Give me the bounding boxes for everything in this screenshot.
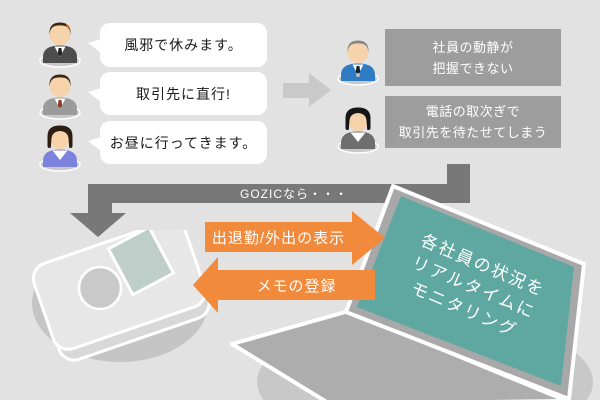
person-female-icon bbox=[337, 107, 379, 154]
avatar-employee-female bbox=[38, 114, 82, 172]
gozic-band-label: GOZICなら・・・ bbox=[240, 187, 348, 201]
right-arrow-head bbox=[309, 73, 331, 107]
feature-arrow-display-head bbox=[352, 211, 385, 265]
laptop-keyboard bbox=[230, 309, 569, 400]
laptop-screen bbox=[357, 196, 574, 386]
problem-box-2-line-1: 電話の取次ぎで bbox=[425, 104, 521, 119]
laptop: 各社員の状況を リアルタイムに モニタリング bbox=[230, 184, 593, 400]
person-male-icon bbox=[39, 74, 81, 120]
speech-bubble-3: お昼に行ってきます。 bbox=[88, 121, 267, 164]
speech-bubble-2-text: 取引先に直行! bbox=[136, 85, 231, 102]
speech-bubble-1: 風邪で休みます。 bbox=[88, 23, 267, 67]
right-arrow-icon bbox=[283, 73, 331, 108]
person-male-icon bbox=[337, 40, 379, 86]
feature-arrow-memo-body: メモの登録 bbox=[218, 270, 375, 300]
feature-arrow-display-body: 出退勤/外出の表示 bbox=[205, 222, 352, 252]
avatar-receptionist-female bbox=[336, 96, 380, 154]
device-button bbox=[77, 265, 123, 311]
down-arrow-icon bbox=[70, 213, 126, 237]
problem-box-1: 社員の動静が 把握できない bbox=[385, 29, 561, 86]
time-recorder-device bbox=[31, 230, 211, 362]
device-screen bbox=[106, 230, 176, 297]
connector-stub-right bbox=[447, 164, 470, 185]
speech-bubble-1-text: 風邪で休みます。 bbox=[124, 37, 243, 53]
problem-box-2: 電話の取次ぎで 取引先を待たせてしまう bbox=[385, 96, 561, 148]
avatar-employee-gray-suit bbox=[38, 62, 82, 120]
problem-box-1-line-2: 把握できない bbox=[432, 60, 514, 76]
gozic-band: GOZICなら・・・ bbox=[88, 184, 470, 203]
right-arrow-bar bbox=[283, 83, 309, 98]
feature-arrow-memo-head bbox=[193, 257, 218, 313]
speech-bubble-3-text: お昼に行ってきます。 bbox=[109, 134, 258, 151]
bubble-tail bbox=[88, 39, 101, 53]
bubble-tail bbox=[88, 88, 101, 102]
speech-bubble-2: 取引先に直行! bbox=[88, 72, 267, 115]
feature-arrow-display: 出退勤/外出の表示 bbox=[205, 211, 385, 265]
person-male-icon bbox=[39, 22, 81, 68]
bubble-tail bbox=[88, 137, 101, 151]
person-female-icon bbox=[39, 125, 81, 172]
connector-stub-left bbox=[88, 202, 112, 214]
avatar-manager-blue-suit bbox=[336, 28, 380, 86]
problem-box-1-line-1: 社員の動静が bbox=[432, 39, 514, 55]
feature-arrow-display-label: 出退勤/外出の表示 bbox=[211, 229, 346, 247]
feature-arrow-memo: メモの登録 bbox=[193, 257, 375, 313]
problem-box-2-line-2: 取引先を待たせてしまう bbox=[398, 125, 548, 140]
avatar-employee-dark-suit bbox=[38, 10, 82, 68]
feature-arrow-memo-label: メモの登録 bbox=[256, 277, 337, 295]
